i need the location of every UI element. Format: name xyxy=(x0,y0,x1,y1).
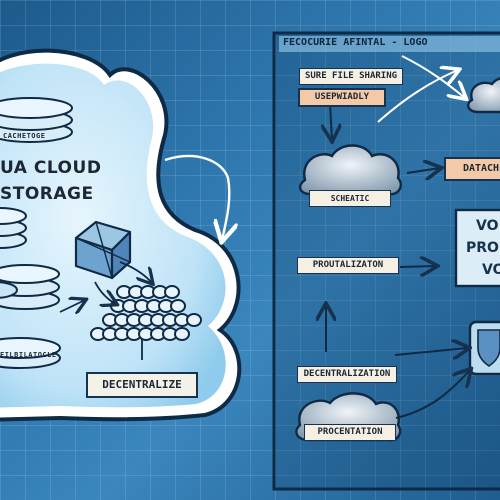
cloud-title-line1: UA CLOUD xyxy=(0,158,102,178)
disk-label-top: CACHETOGE xyxy=(3,132,46,140)
cloud-arrows xyxy=(59,261,152,360)
node-procentation: PROCENTATION xyxy=(304,424,396,441)
network-cluster xyxy=(90,285,202,341)
node-decentralization: DECENTRALIZATION xyxy=(297,366,397,383)
node-usepwiadly: USEPWIADLY xyxy=(298,88,386,107)
connector-arrow xyxy=(164,154,229,240)
vo-line2: PRO xyxy=(466,240,499,256)
disk-stack-bottom xyxy=(0,337,61,369)
vo-box xyxy=(454,208,500,288)
vo-line1: VO xyxy=(476,218,499,234)
network-node xyxy=(170,299,186,313)
disk-stack-mid xyxy=(0,207,27,249)
disk-label-bottom: FILBILATOCLE xyxy=(0,351,57,359)
network-node xyxy=(174,327,190,341)
disk-stack-lower xyxy=(0,264,60,310)
panel-arrows xyxy=(326,102,470,419)
cube-node xyxy=(74,220,132,280)
network-node xyxy=(186,313,202,327)
mini-cloud-top-right xyxy=(467,77,500,114)
panel-white-arrows xyxy=(377,55,465,123)
node-file-sharing: SURE FILE SHARING xyxy=(299,68,403,85)
network-node xyxy=(164,285,180,299)
node-proutalization: PROUTALIZATON xyxy=(297,257,399,274)
panel-title: FECOCURIE AFINTAL - LOGO xyxy=(283,37,428,48)
decentralize-label: DECENTRALIZE xyxy=(86,372,198,398)
node-schematic: SCHEATIC xyxy=(309,190,391,207)
node-datach: DATACH xyxy=(444,157,500,181)
vo-line3: VO xyxy=(482,262,500,278)
cloud-title-line2: STORAGE xyxy=(0,184,94,204)
disk-stack-top xyxy=(0,97,73,143)
